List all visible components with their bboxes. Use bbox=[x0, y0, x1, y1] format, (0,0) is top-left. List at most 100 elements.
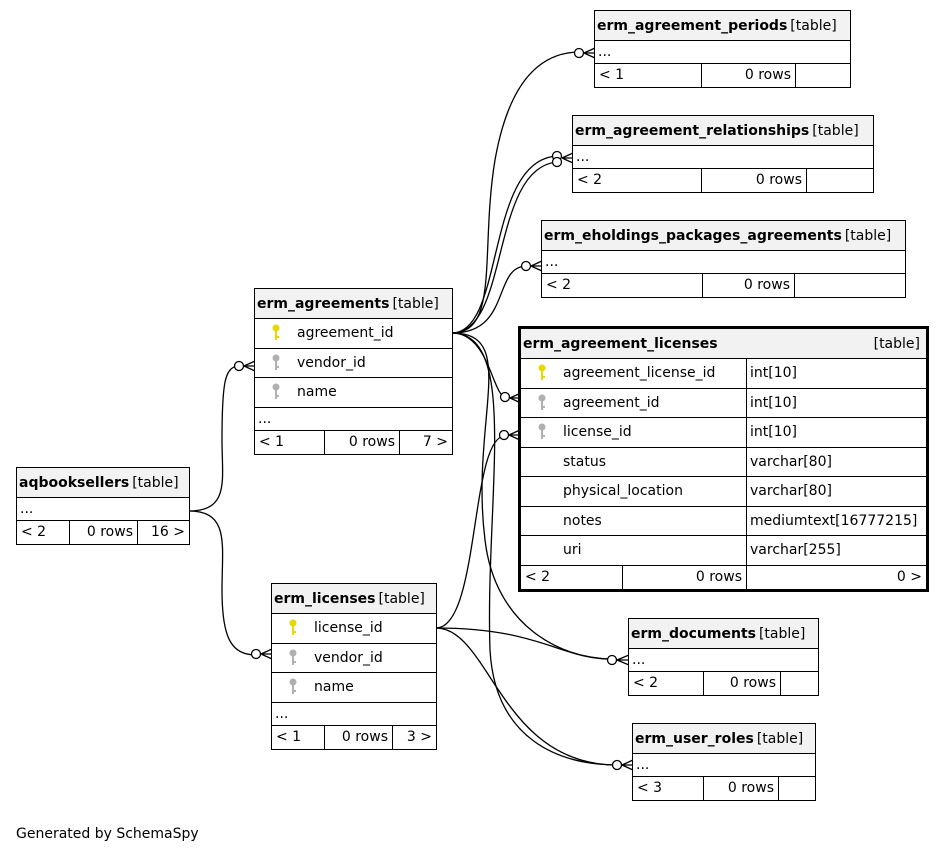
table-erm-licenses[interactable]: erm_licenses[table] license_id vendor_id… bbox=[271, 583, 437, 750]
parents-count: < 3 bbox=[633, 777, 704, 800]
row-count: 0 rows bbox=[704, 777, 779, 800]
edge-licenses-agreementlicenses bbox=[435, 435, 506, 629]
cardinality-marker bbox=[233, 360, 245, 372]
ellipsis-row: ... bbox=[595, 41, 850, 64]
table-erm-agreements[interactable]: erm_agreements[table] agreement_id vendo… bbox=[254, 288, 453, 455]
table-name: erm_licenses bbox=[274, 590, 376, 607]
cardinality-marker bbox=[606, 654, 618, 666]
column-row: agreement_id bbox=[255, 319, 452, 349]
table-footer: < 2 0 rows 16 > bbox=[17, 521, 189, 544]
column-type: int[10] bbox=[746, 359, 926, 388]
column-row: notes mediumtext[16777215] bbox=[521, 506, 926, 536]
column-row: name bbox=[272, 673, 436, 703]
cardinality-marker bbox=[611, 759, 623, 771]
column-name: name bbox=[314, 679, 354, 696]
parents-count: < 1 bbox=[272, 725, 325, 749]
parents-count: < 2 bbox=[629, 672, 704, 695]
column-name: agreement_license_id bbox=[563, 365, 716, 382]
foreign-key-icon bbox=[272, 677, 314, 697]
table-name: erm_agreement_periods bbox=[597, 17, 788, 34]
children-count bbox=[795, 274, 905, 297]
table-tag: [table] bbox=[756, 730, 804, 747]
column-name: physical_location bbox=[563, 483, 683, 500]
cardinality-marker bbox=[551, 156, 563, 168]
table-name: erm_agreements bbox=[257, 295, 390, 312]
column-type: varchar[80] bbox=[746, 477, 926, 506]
table-erm-agreement-licenses[interactable]: erm_agreement_licenses [table] agreement_… bbox=[518, 326, 929, 592]
row-count: 0 rows bbox=[704, 672, 781, 695]
column-type: int[10] bbox=[746, 418, 926, 447]
parents-count: < 2 bbox=[573, 169, 702, 192]
foreign-key-icon bbox=[521, 422, 563, 442]
edge-aqbooksellers-licenses bbox=[188, 510, 258, 656]
table-erm-agreement-periods[interactable]: erm_agreement_periods[table] ... < 1 0 r… bbox=[594, 10, 851, 88]
edge-agreements-periods bbox=[451, 51, 581, 334]
table-tag: [table] bbox=[873, 335, 920, 352]
table-tag: [table] bbox=[812, 122, 859, 139]
column-row: name bbox=[255, 378, 452, 408]
children-count bbox=[779, 777, 815, 800]
table-name: erm_eholdings_packages_agreements bbox=[544, 227, 842, 244]
foreign-key-icon bbox=[255, 382, 297, 402]
column-name: agreement_id bbox=[563, 394, 660, 411]
table-tag: [table] bbox=[844, 227, 892, 244]
primary-key-icon bbox=[255, 323, 297, 343]
primary-key-icon bbox=[521, 363, 563, 383]
row-count: 0 rows bbox=[623, 565, 747, 589]
edge-agreements-relationships-1 bbox=[451, 155, 558, 334]
column-name: vendor_id bbox=[297, 354, 366, 371]
children-count: 3 > bbox=[406, 728, 432, 745]
foreign-key-icon bbox=[521, 393, 563, 413]
cardinality-marker bbox=[573, 47, 585, 59]
ellipsis-row: ... bbox=[17, 498, 189, 521]
parents-count: < 2 bbox=[17, 521, 70, 544]
table-footer: < 2 0 rows bbox=[573, 169, 873, 192]
parents-count: < 1 bbox=[255, 430, 325, 454]
table-name: erm_documents bbox=[631, 625, 756, 642]
parents-count: < 2 bbox=[521, 565, 623, 589]
column-name: notes bbox=[563, 512, 602, 529]
parents-count: < 2 bbox=[542, 274, 703, 297]
column-name: uri bbox=[563, 542, 582, 559]
table-erm-eholdings-packages-agreements[interactable]: erm_eholdings_packages_agreements[table]… bbox=[541, 220, 906, 298]
column-name: vendor_id bbox=[314, 649, 383, 666]
edge-licenses-userroles bbox=[435, 627, 618, 766]
table-tag: [table] bbox=[790, 17, 837, 34]
ellipsis-row: ... bbox=[633, 754, 815, 777]
edge-agreements-userroles bbox=[451, 332, 618, 766]
children-count: 7 > bbox=[422, 433, 448, 450]
table-erm-user-roles[interactable]: erm_user_roles[table] ... < 3 0 rows bbox=[632, 723, 816, 801]
column-type: varchar[80] bbox=[746, 447, 926, 476]
edge-agreements-documents bbox=[451, 332, 613, 660]
table-aqbooksellers[interactable]: aqbooksellers[table] ... < 2 0 rows 16 > bbox=[16, 467, 190, 545]
column-name: license_id bbox=[314, 620, 383, 637]
table-name: erm_agreement_relationships bbox=[575, 122, 810, 139]
row-count: 0 rows bbox=[703, 274, 795, 297]
column-name: agreement_id bbox=[297, 325, 394, 342]
column-row: physical_location varchar[80] bbox=[521, 477, 926, 507]
table-tag: [table] bbox=[392, 295, 439, 312]
edge-agreements-eholdings bbox=[451, 265, 528, 334]
table-erm-agreement-relationships[interactable]: erm_agreement_relationships[table] ... <… bbox=[572, 115, 874, 193]
column-type: mediumtext[16777215] bbox=[746, 506, 926, 535]
ellipsis-row: ... bbox=[272, 703, 436, 726]
row-count: 0 rows bbox=[702, 64, 796, 87]
column-row: agreement_license_id int[10] bbox=[521, 359, 926, 389]
table-name: erm_agreement_licenses bbox=[523, 335, 718, 352]
cardinality-marker bbox=[498, 429, 510, 441]
generated-by-note: Generated by SchemaSpy bbox=[16, 826, 199, 842]
column-row: license_id bbox=[272, 614, 436, 644]
children-count bbox=[781, 672, 818, 695]
column-row: vendor_id bbox=[255, 349, 452, 378]
children-count bbox=[807, 169, 873, 192]
table-footer: < 1 0 rows 3 > bbox=[272, 725, 436, 749]
table-erm-documents[interactable]: erm_documents[table] ... < 2 0 rows bbox=[628, 618, 819, 696]
table-tag: [table] bbox=[758, 625, 806, 642]
edge-aqbooksellers-agreements bbox=[188, 365, 241, 512]
table-name: aqbooksellers bbox=[19, 474, 130, 491]
